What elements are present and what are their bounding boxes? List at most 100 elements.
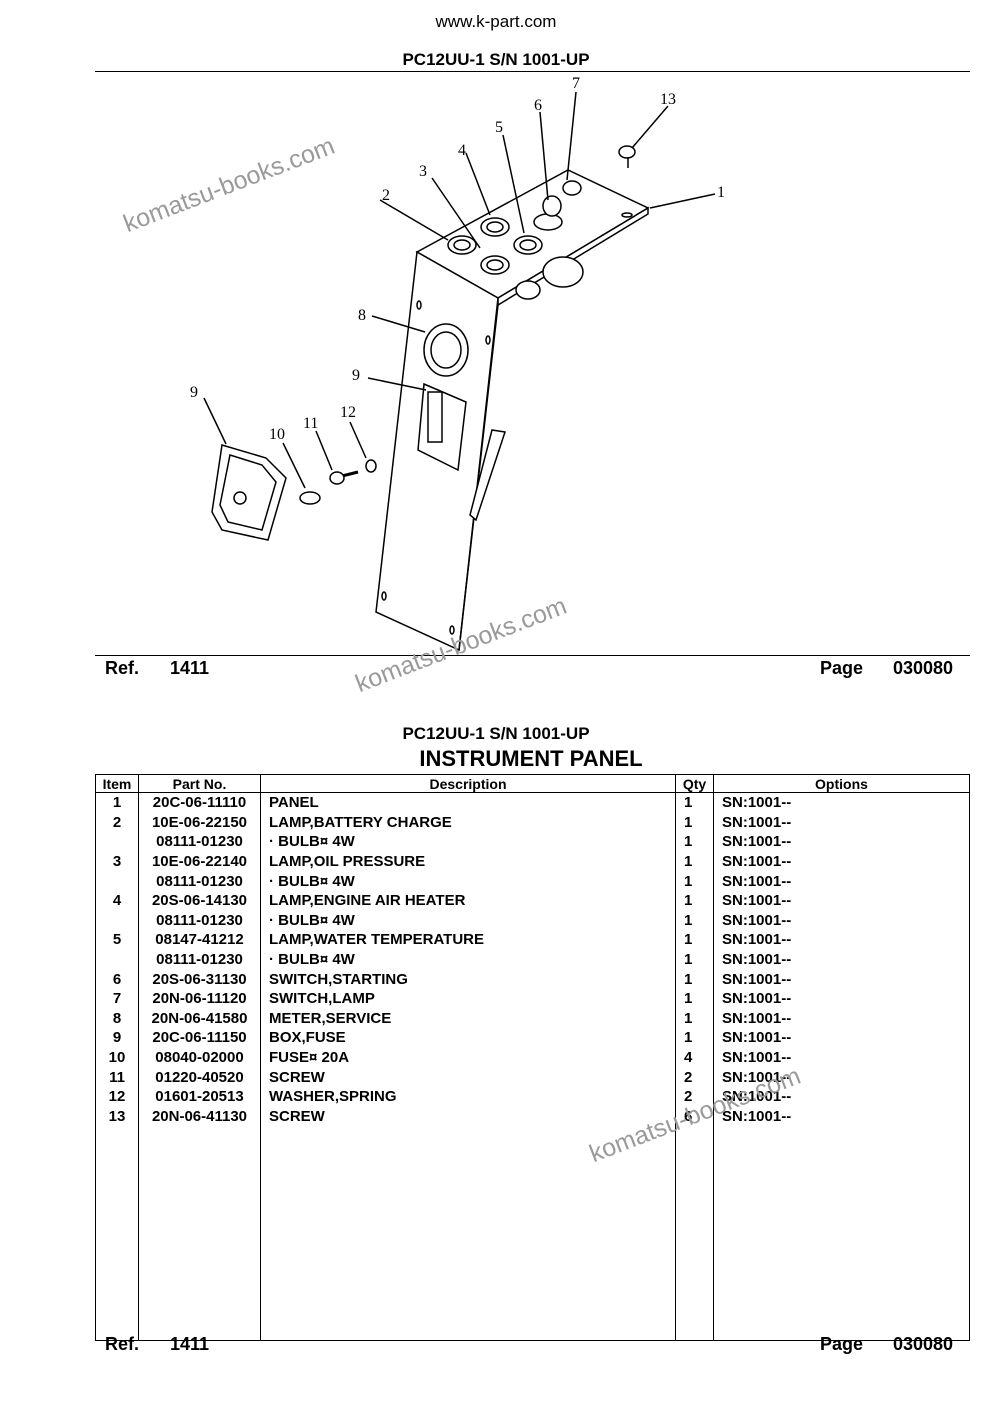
- options-cell: SN:1001--: [713, 969, 970, 989]
- page-label: Page: [820, 1334, 864, 1354]
- item-cell: 5: [95, 930, 139, 950]
- part-no-cell: 08111-01230: [138, 871, 261, 891]
- options-cell: SN:1001--: [713, 1028, 970, 1048]
- options-cell: SN:1001--: [713, 910, 970, 931]
- header-qty: Qty: [675, 774, 714, 793]
- callout-8: 8: [358, 307, 366, 324]
- description-cell: LAMP,WATER TEMPERATURE: [260, 930, 676, 950]
- ref-label: Ref.: [105, 1334, 140, 1354]
- empty-cell: [138, 1126, 261, 1342]
- website-url: www.k-part.com: [435, 12, 557, 31]
- page-value: 030080: [893, 1334, 954, 1354]
- section-model-heading: PC12UU-1 S/N 1001-UP: [402, 724, 590, 743]
- item-cell: 13: [95, 1106, 139, 1127]
- callout-13: 13: [660, 91, 676, 108]
- part-no-cell: 08111-01230: [138, 949, 261, 970]
- options-cell: SN:1001--: [713, 949, 970, 970]
- header-part-no: Part No.: [138, 774, 261, 793]
- item-cell: [95, 910, 139, 931]
- description-cell: LAMP,BATTERY CHARGE: [260, 812, 676, 833]
- description-cell: LAMP,OIL PRESSURE: [260, 851, 676, 872]
- item-cell: 6: [95, 969, 139, 989]
- qty-cell: 1: [675, 812, 714, 833]
- options-cell: SN:1001--: [713, 1086, 970, 1107]
- options-cell: SN:1001--: [713, 812, 970, 833]
- part-no-cell: 20C-06-11150: [138, 1028, 261, 1048]
- callout-3: 3: [419, 163, 427, 180]
- item-cell: 8: [95, 1008, 139, 1029]
- empty-cell: [260, 1126, 676, 1342]
- callout-11: 11: [303, 415, 318, 432]
- section-title: INSTRUMENT PANEL: [419, 746, 643, 771]
- options-cell: SN:1001--: [713, 851, 970, 872]
- item-cell: 2: [95, 812, 139, 833]
- model-heading: PC12UU-1 S/N 1001-UP: [402, 50, 590, 69]
- callout-9-cover: 9: [190, 384, 198, 401]
- empty-cell: [675, 1126, 714, 1342]
- item-cell: 3: [95, 851, 139, 872]
- description-cell: SWITCH,LAMP: [260, 988, 676, 1009]
- illustration-bottom-divider: [95, 655, 970, 656]
- part-no-cell: 01601-20513: [138, 1086, 261, 1107]
- options-cell: SN:1001--: [713, 1008, 970, 1029]
- callout-4: 4: [458, 142, 466, 159]
- qty-cell: 1: [675, 1028, 714, 1048]
- qty-cell: 1: [675, 969, 714, 989]
- part-no-cell: 01220-40520: [138, 1067, 261, 1087]
- description-cell: METER,SERVICE: [260, 1008, 676, 1029]
- callout-5: 5: [495, 119, 503, 136]
- item-cell: 9: [95, 1028, 139, 1048]
- part-no-cell: 20S-06-31130: [138, 969, 261, 989]
- part-no-cell: 08111-01230: [138, 832, 261, 852]
- header-item: Item: [95, 774, 139, 793]
- item-cell: 1: [95, 792, 139, 813]
- qty-cell: 1: [675, 930, 714, 950]
- page-value: 030080: [893, 658, 954, 678]
- part-no-cell: 08111-01230: [138, 910, 261, 931]
- description-cell: WASHER,SPRING: [260, 1086, 676, 1107]
- description-cell: PANEL: [260, 792, 676, 813]
- qty-cell: 1: [675, 832, 714, 852]
- options-cell: SN:1001--: [713, 832, 970, 852]
- item-cell: 4: [95, 890, 139, 911]
- item-cell: 12: [95, 1086, 139, 1107]
- part-no-cell: 08040-02000: [138, 1047, 261, 1068]
- header-options: Options: [713, 774, 970, 793]
- item-cell: 10: [95, 1047, 139, 1068]
- options-cell: SN:1001--: [713, 1047, 970, 1068]
- options-cell: SN:1001--: [713, 1067, 970, 1087]
- ref-value: 1411: [170, 1334, 210, 1354]
- options-cell: SN:1001--: [713, 930, 970, 950]
- part-no-cell: 20C-06-11110: [138, 792, 261, 813]
- qty-cell: 1: [675, 910, 714, 931]
- callout-10: 10: [269, 426, 285, 443]
- description-cell: SCREW: [260, 1067, 676, 1087]
- callout-12: 12: [340, 404, 356, 421]
- options-cell: SN:1001--: [713, 1106, 970, 1127]
- empty-cell: [713, 1126, 970, 1342]
- description-cell: BOX,FUSE: [260, 1028, 676, 1048]
- qty-cell: 1: [675, 851, 714, 872]
- instrument-panel-illustration: 1 2 3 4 5 6 7 8 9 9 10 11 12 13: [190, 75, 725, 652]
- qty-cell: 2: [675, 1067, 714, 1087]
- part-no-cell: 10E-06-22150: [138, 812, 261, 833]
- table-empty-space: [95, 1126, 970, 1342]
- description-cell: · BULB¤ 4W: [260, 910, 676, 931]
- empty-cell: [95, 1126, 139, 1342]
- ref-label: Ref.: [105, 658, 140, 678]
- description-cell: SCREW: [260, 1106, 676, 1127]
- part-no-cell: 20N-06-41130: [138, 1106, 261, 1127]
- part-no-cell: 20S-06-14130: [138, 890, 261, 911]
